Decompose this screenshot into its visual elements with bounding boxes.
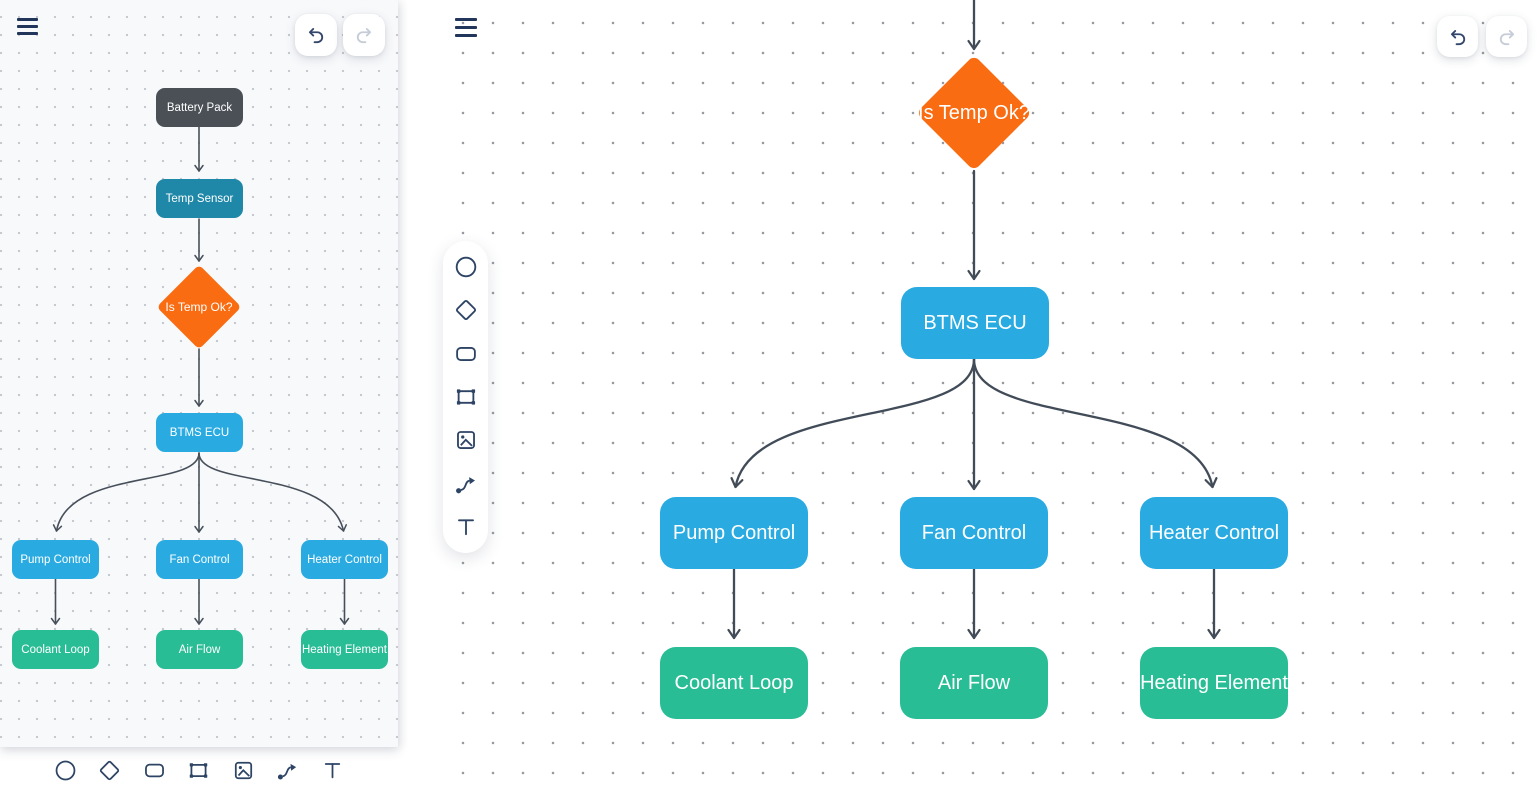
image-icon[interactable] — [230, 757, 256, 783]
diamond-icon[interactable] — [97, 757, 123, 783]
flow-node-btms-ecu[interactable]: BTMS ECU — [156, 413, 243, 452]
shape-toolbar-bottom — [52, 756, 345, 784]
flow-node-temp-sensor[interactable]: Temp Sensor — [156, 179, 243, 218]
left-canvas[interactable]: Battery Pack Temp Sensor Is Temp Ok? BTM… — [0, 0, 398, 747]
right-flow-edges — [727, 0, 1221, 640]
redo-icon — [1499, 29, 1514, 45]
flow-node-heating-element[interactable]: Heating Element — [301, 630, 388, 669]
undo-icon — [1450, 29, 1465, 45]
hamburger-menu-icon[interactable] — [17, 18, 38, 35]
left-flow-edges — [50, 126, 350, 625]
connector-icon[interactable] — [275, 757, 301, 783]
circle-icon[interactable] — [453, 254, 479, 280]
left-editor-panel: Battery Pack Temp Sensor Is Temp Ok? BTM… — [0, 0, 398, 791]
flow-node-battery-pack[interactable]: Battery Pack — [156, 88, 243, 127]
rounded-rectangle-icon[interactable] — [453, 341, 479, 367]
flow-node-fan-control[interactable]: Fan Control — [156, 540, 243, 579]
undo-button[interactable] — [295, 14, 337, 56]
flow-node-heater-control[interactable]: Heater Control — [301, 540, 388, 579]
redo-button[interactable] — [343, 14, 385, 56]
shape-toolbar-left — [443, 241, 488, 553]
connector-icon[interactable] — [453, 471, 479, 497]
redo-icon — [356, 28, 372, 44]
text-icon[interactable] — [453, 514, 479, 540]
flow-node-air-flow[interactable]: Air Flow — [900, 647, 1048, 719]
flow-node-coolant-loop[interactable]: Coolant Loop — [660, 647, 808, 719]
flow-node-pump-control[interactable]: Pump Control — [660, 497, 808, 569]
flow-node-fan-control[interactable]: Fan Control — [900, 497, 1048, 569]
undo-button[interactable] — [1437, 16, 1478, 57]
right-editor-panel[interactable]: Is Temp Ok? BTMS ECU Pump Control Fan Co… — [440, 0, 1540, 791]
frame-icon[interactable] — [186, 757, 212, 783]
image-icon[interactable] — [453, 427, 479, 453]
redo-button[interactable] — [1486, 16, 1527, 57]
diamond-icon[interactable] — [453, 297, 479, 323]
flow-node-pump-control[interactable]: Pump Control — [12, 540, 99, 579]
flow-node-btms-ecu[interactable]: BTMS ECU — [901, 287, 1049, 359]
flow-node-air-flow[interactable]: Air Flow — [156, 630, 243, 669]
flow-node-coolant-loop[interactable]: Coolant Loop — [12, 630, 99, 669]
undo-icon — [308, 28, 324, 44]
frame-icon[interactable] — [453, 384, 479, 410]
hamburger-menu-icon[interactable] — [455, 18, 477, 37]
circle-icon[interactable] — [52, 757, 78, 783]
flow-node-heating-element[interactable]: Heating Element — [1140, 647, 1288, 719]
flow-node-heater-control[interactable]: Heater Control — [1140, 497, 1288, 569]
text-icon[interactable] — [319, 757, 345, 783]
rounded-rectangle-icon[interactable] — [141, 757, 167, 783]
